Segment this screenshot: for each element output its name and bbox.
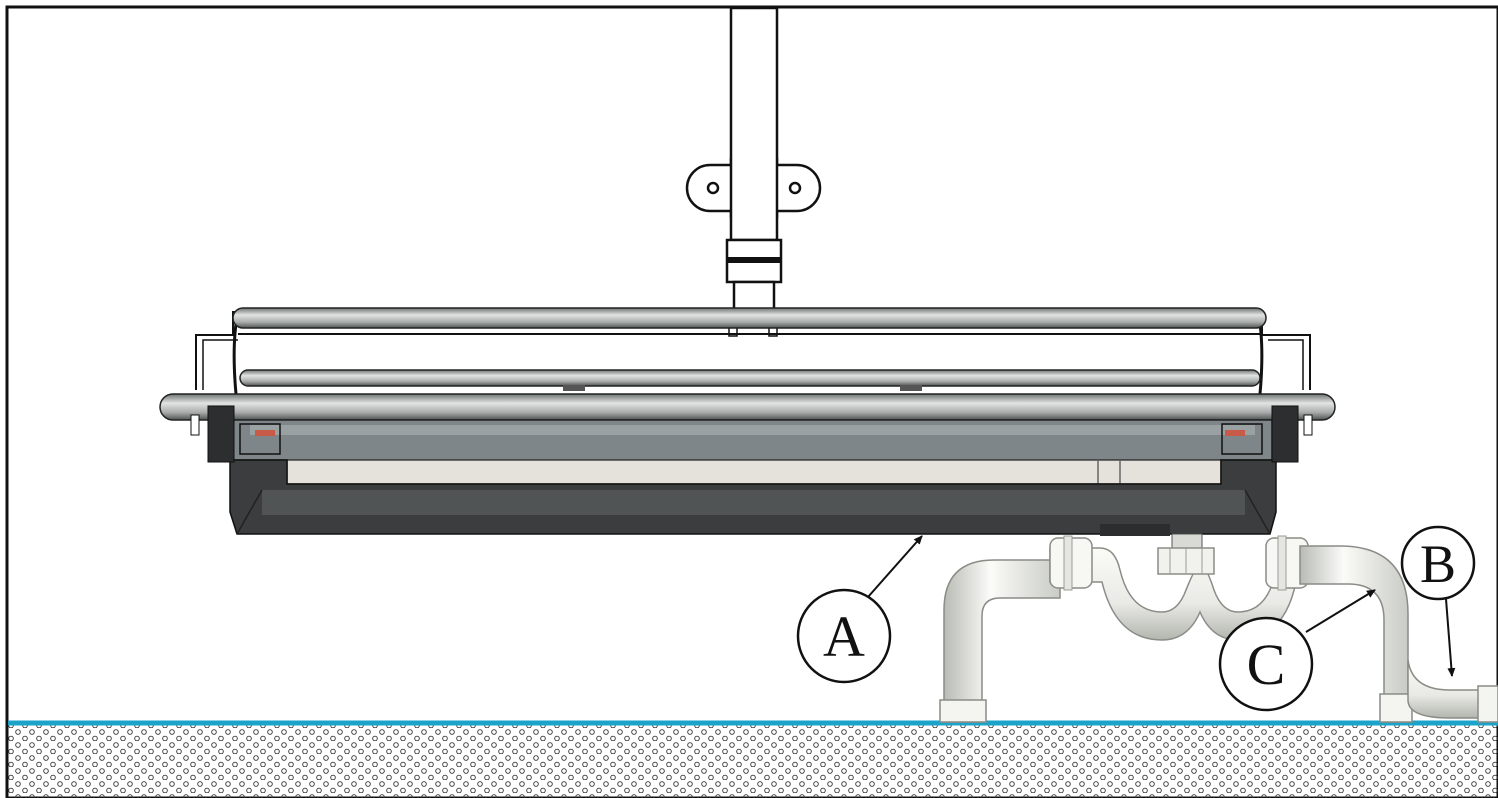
unit-housing — [159, 307, 1336, 536]
callout-c-letter: C — [1247, 632, 1286, 697]
drain-piping — [939, 533, 1498, 723]
callout-a-arrow — [867, 535, 923, 598]
top-rail — [232, 307, 1267, 329]
mounting-pole — [685, 6, 822, 337]
callout-b: B — [1400, 525, 1476, 677]
bolt-hole-left — [706, 181, 720, 195]
main-rail — [159, 393, 1336, 421]
heater-element — [286, 459, 1222, 485]
callout-b-letter: B — [1420, 534, 1456, 594]
bolt-hole-right — [788, 181, 802, 195]
callout-a-letter: A — [823, 604, 865, 669]
callout-a: A — [796, 535, 923, 684]
middle-rail — [239, 369, 1261, 387]
callout-c: C — [1218, 589, 1376, 712]
callout-b-arrow — [1445, 598, 1456, 677]
callout-c-arrow — [1305, 589, 1376, 633]
ground-gravel — [8, 724, 1498, 798]
drain-outlet-pipe — [1407, 659, 1498, 719]
